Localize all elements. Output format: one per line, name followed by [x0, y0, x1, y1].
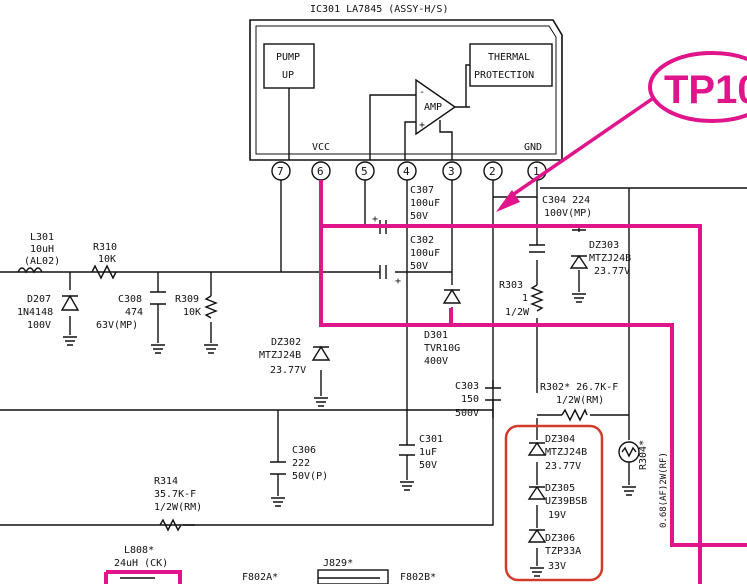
dz302-type: MTZJ24B — [259, 350, 301, 361]
r303-value: 1 — [522, 293, 528, 304]
d207-type: 1N4148 — [17, 307, 53, 318]
c301-rating: 50V — [419, 460, 437, 471]
dz304-rating: 23.77V — [545, 461, 581, 472]
j829-name: J829* — [323, 558, 353, 569]
c304-name: C304 224 — [542, 195, 590, 206]
l808-name: L808* — [124, 545, 154, 556]
c304-rating: 100V(MP) — [544, 208, 592, 219]
highlight-traces — [104, 86, 747, 584]
c301-name: C301 — [419, 434, 443, 445]
dz305-type: UZ39BSB — [545, 496, 587, 507]
d207-rating: 100V — [27, 320, 51, 331]
l301-code: (AL02) — [24, 256, 60, 267]
dz304-type: MTZJ24B — [545, 447, 587, 458]
c307-value: 100uF — [410, 198, 440, 209]
pin-4: 4 — [403, 165, 410, 178]
pin-3: 3 — [448, 165, 455, 178]
c303-name: C303 — [455, 381, 479, 392]
c307-plus: + — [372, 214, 378, 225]
c302-value: 100uF — [410, 248, 440, 259]
r310-value: 10K — [98, 254, 116, 265]
thermal-label-1: THERMAL — [488, 52, 530, 63]
r309-value: 10K — [183, 307, 201, 318]
c302-plus: + — [395, 276, 401, 287]
d301-type: TVR10G — [424, 343, 460, 354]
r314-value: 35.7K-F — [154, 489, 196, 500]
pin-7: 7 — [277, 165, 284, 178]
dz306-rating: 33V — [548, 561, 566, 572]
r303-rating: 1/2W — [505, 307, 530, 318]
c308-value: 474 — [125, 307, 143, 318]
gnd-label: GND — [524, 142, 542, 153]
dz305-rating: 19V — [548, 510, 566, 521]
r309-name: R309 — [175, 294, 199, 305]
c306-rating: 50V(P) — [292, 471, 328, 482]
dz303-type: MTZJ24B — [589, 253, 631, 264]
pin-2: 2 — [489, 165, 496, 178]
circuit-wiring — [0, 180, 747, 584]
r304-name: R304* — [638, 440, 649, 470]
vcc-label: VCC — [312, 142, 330, 153]
c306-name: C306 — [292, 445, 316, 456]
dz306-name: DZ306 — [545, 533, 575, 544]
d301-name: D301 — [424, 330, 448, 341]
r314-rating: 1/2W(RM) — [154, 502, 202, 513]
thermal-label-2: PROTECTION — [474, 70, 534, 81]
c307-rating: 50V — [410, 211, 428, 222]
ic301-block: IC301 LA7845 (ASSY-H/S) PUMP UP THERMAL … — [249, 4, 563, 161]
r304-rating: 0.68(AF)2W(RF) — [659, 452, 669, 528]
f802b-name: F802B* — [400, 572, 436, 583]
component-labels: L301 10uH (AL02) R310 10K D207 1N4148 10… — [17, 185, 669, 583]
l301-name: L301 — [30, 232, 54, 243]
pump-up-label-2: UP — [282, 70, 294, 81]
c307-name: C307 — [410, 185, 434, 196]
dz303-name: DZ303 — [589, 240, 619, 251]
c302-rating: 50V — [410, 261, 428, 272]
amp-plus: + — [419, 120, 425, 131]
amp-minus: - — [419, 87, 425, 98]
c306-value: 222 — [292, 458, 310, 469]
dz306-type: TZP33A — [545, 546, 581, 557]
r302-name: R302* 26.7K-F — [540, 382, 618, 393]
d207-name: D207 — [27, 294, 51, 305]
l301-value: 10uH — [30, 244, 54, 255]
dz303-rating: 23.77V — [594, 266, 630, 277]
tp10-callout: TP10 — [648, 51, 747, 123]
pin-6: 6 — [317, 165, 324, 178]
dz304-name: DZ304 — [545, 434, 575, 445]
f802a-name: F802A* — [242, 572, 278, 583]
pin-5: 5 — [361, 165, 368, 178]
r310-name: R310 — [93, 242, 117, 253]
c303-value: 150 — [461, 394, 479, 405]
c308-name: C308 — [118, 294, 142, 305]
d301-rating: 400V — [424, 356, 448, 367]
c308-rating: 63V(MP) — [96, 320, 138, 331]
r302-rating: 1/2W(RM) — [556, 395, 604, 406]
pump-up-label-1: PUMP — [276, 52, 300, 63]
component-symbols: + + — [17, 214, 640, 577]
c303-rating: 500V — [455, 408, 479, 419]
c302-name: C302 — [410, 235, 434, 246]
r314-name: R314 — [154, 476, 178, 487]
tp10-label: TP10 — [664, 68, 747, 112]
amp-label: AMP — [424, 102, 442, 113]
l808-value: 24uH (CK) — [114, 558, 168, 569]
dz302-name: DZ302 — [271, 337, 301, 348]
dz302-rating: 23.77V — [270, 365, 306, 376]
dz305-name: DZ305 — [545, 483, 575, 494]
ic301-title: IC301 LA7845 (ASSY-H/S) — [310, 4, 448, 15]
pin-1: 1 — [533, 165, 540, 178]
zener-chain-box — [504, 424, 604, 582]
c301-value: 1uF — [419, 447, 437, 458]
ic-pins: 7 6 5 4 3 2 1 — [271, 161, 547, 181]
r303-name: R303 — [499, 280, 523, 291]
